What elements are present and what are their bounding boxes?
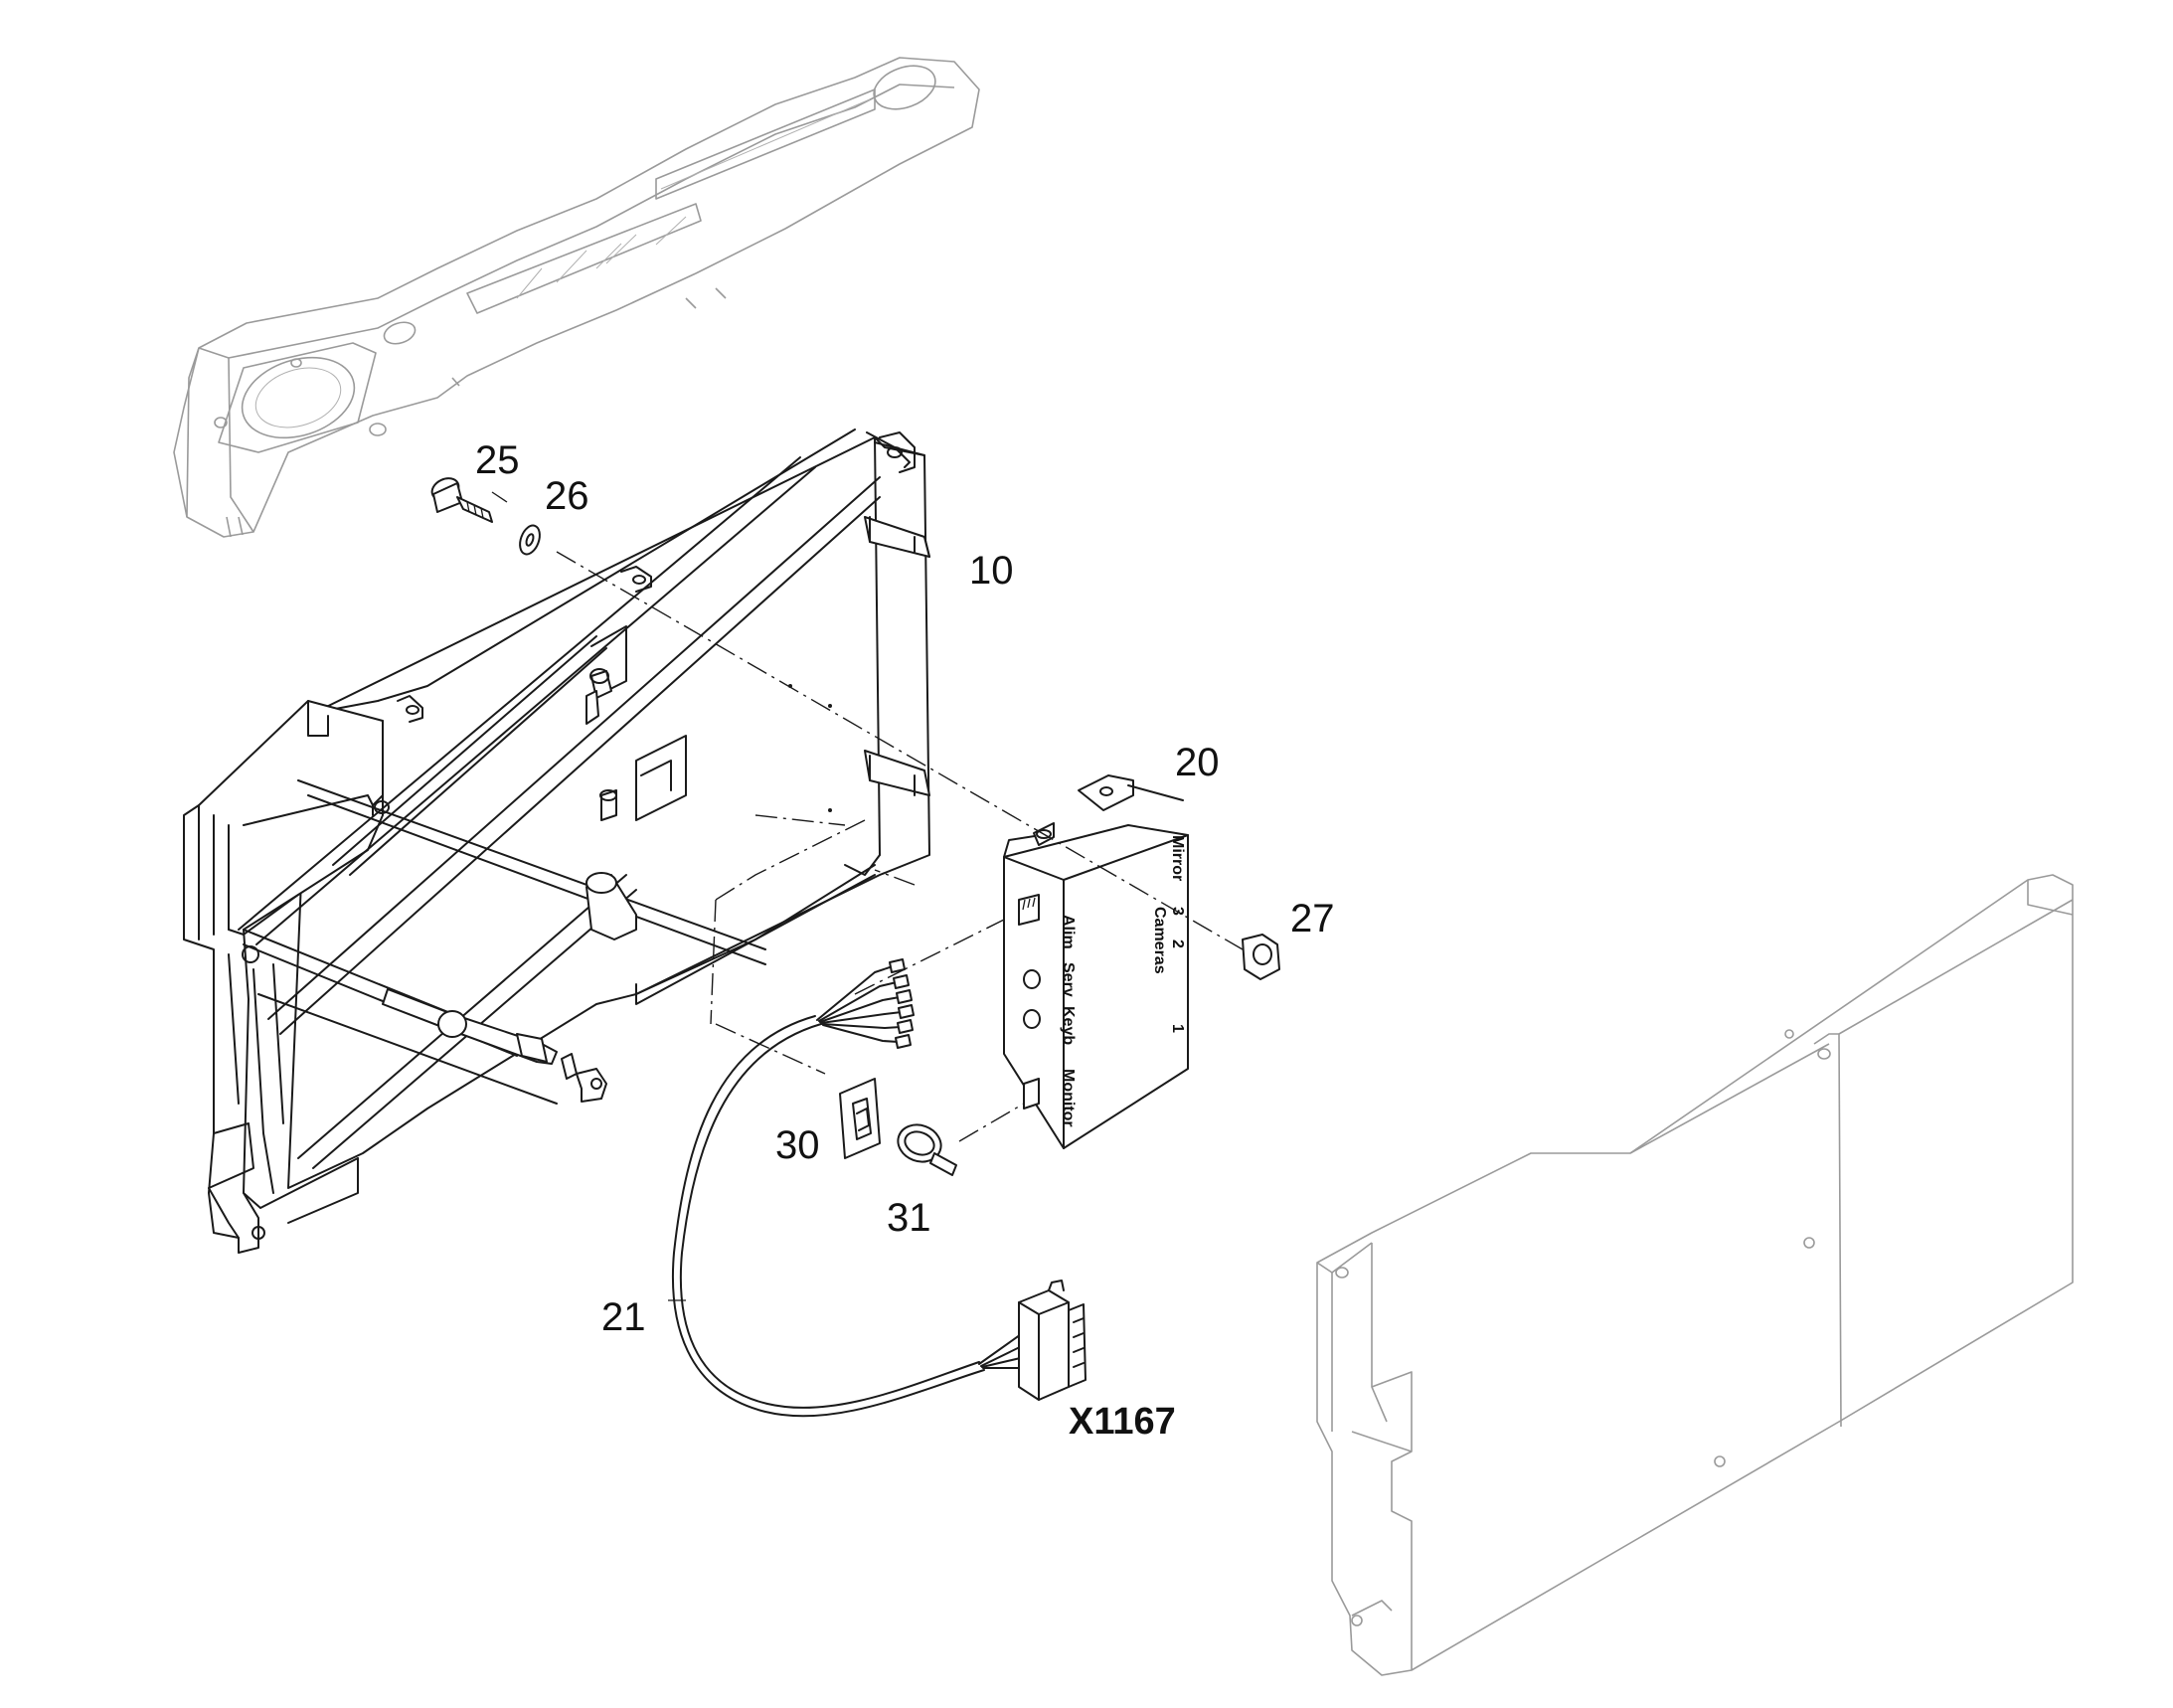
callout-31: 31 [887, 1196, 931, 1240]
callout-21: 21 [601, 1295, 646, 1339]
screw-25 [430, 477, 493, 523]
washer-26 [519, 524, 541, 556]
control-box-20: Alim Serv Keyb Monitor Mirror 3 2 1 Came… [1003, 774, 1189, 1149]
wiring-harness-21 [668, 958, 1086, 1418]
box-label-cameras: Cameras [1151, 907, 1168, 974]
ghost-top-console [173, 57, 980, 538]
leader-lines [491, 491, 508, 503]
box-label-cam2: 2 [1169, 939, 1186, 948]
box-label-keyb: Keyb [1060, 1006, 1077, 1045]
box-label-cam1: 1 [1169, 1024, 1186, 1033]
assembly-lines [556, 551, 1244, 1142]
cable-clip-30 [839, 1078, 881, 1159]
callout-30: 30 [775, 1123, 820, 1167]
box-label-monitor: Monitor [1060, 1069, 1077, 1127]
box-label-serv: Serv [1060, 962, 1077, 997]
hose-clamp-31 [897, 1123, 957, 1176]
box-label-alim: Alim [1060, 915, 1077, 949]
callout-10: 10 [969, 549, 1014, 593]
callout-26: 26 [545, 474, 589, 518]
mounting-bracket [183, 428, 930, 1254]
nut-27 [1242, 934, 1280, 980]
connector-label-x1167: X1167 [1069, 1401, 1176, 1443]
box-label-mirror: Mirror [1169, 835, 1186, 881]
ghost-side-cover [1316, 874, 2074, 1676]
callout-25: 25 [475, 438, 520, 482]
callout-27: 27 [1290, 897, 1335, 940]
callout-20: 20 [1175, 741, 1220, 784]
